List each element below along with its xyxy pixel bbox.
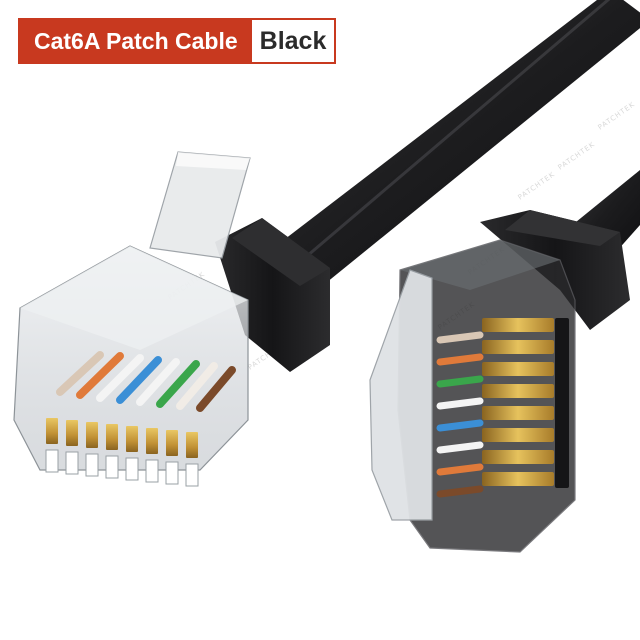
svg-text:PATCHTEK: PATCHTEK xyxy=(557,140,597,171)
left-connector-wires xyxy=(56,351,236,412)
cable-left xyxy=(255,0,640,300)
right-connector-wires xyxy=(436,331,484,498)
right-rj45-connector xyxy=(369,210,630,553)
product-title: Cat6A Patch Cable xyxy=(20,20,252,62)
color-label: Black xyxy=(251,20,335,62)
svg-text:PATCHTEK: PATCHTEK xyxy=(597,100,637,131)
product-title-banner: Cat6A Patch Cable Black xyxy=(18,18,337,64)
right-gold-contacts xyxy=(482,318,554,486)
svg-text:PATCHTEK: PATCHTEK xyxy=(517,170,557,201)
left-gold-contacts xyxy=(46,418,198,458)
left-rj45-connector xyxy=(13,151,330,487)
